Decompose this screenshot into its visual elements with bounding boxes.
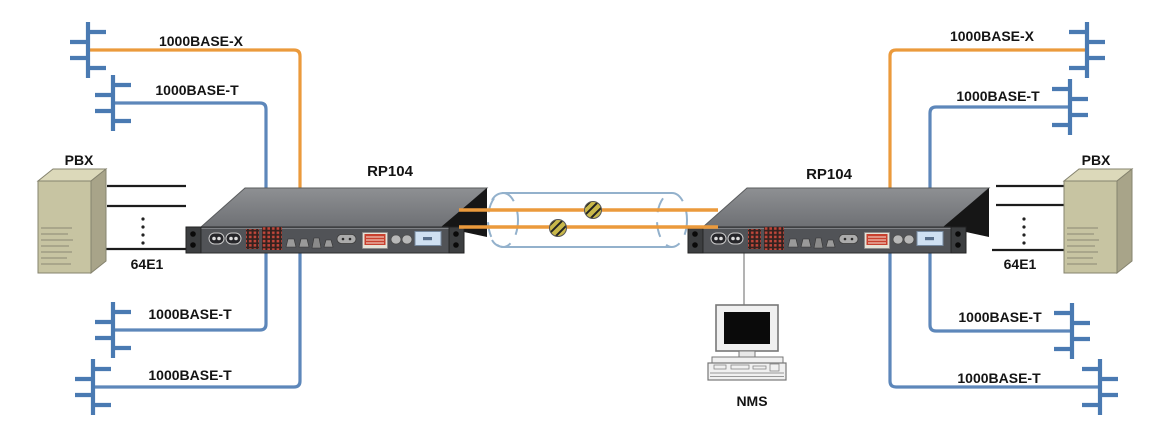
fiber-splice-icon <box>549 201 602 237</box>
node-label-pbx-left: PBX <box>64 152 94 168</box>
link-label-64e1-left: 64E1 <box>130 256 164 272</box>
link-label-1000base-t-right-top: 1000BASE-T <box>956 88 1040 104</box>
copper-link-right-top <box>928 105 1070 195</box>
pbx-left-cabinet <box>36 167 108 275</box>
copper-link-right-mid <box>928 250 1072 333</box>
node-label-rp104-left: RP104 <box>367 163 413 180</box>
fiber-link-right <box>888 48 1087 195</box>
link-label-1000base-t-right-bottom: 1000BASE-T <box>957 370 1041 386</box>
link-label-1000base-t-left-bottom: 1000BASE-T <box>148 367 232 383</box>
nms-workstation-icon <box>707 304 787 381</box>
cable-duct-cylinder <box>487 192 688 248</box>
copper-link-left-mid <box>113 250 268 332</box>
copper-link-right-bottom <box>888 250 1100 389</box>
link-label-1000base-x-left: 1000BASE-X <box>158 33 244 49</box>
e1-ellipsis-right <box>1022 217 1026 245</box>
link-label-1000base-t-left-mid: 1000BASE-T <box>148 306 232 322</box>
e1-lines-right <box>992 184 1064 252</box>
rp104-left-device <box>185 187 488 254</box>
link-label-1000base-t-left-top: 1000BASE-T <box>155 82 239 98</box>
e1-lines-left <box>100 184 186 251</box>
pbx-right-cabinet <box>1062 167 1134 275</box>
fiber-link-left <box>88 48 302 195</box>
copper-link-left-bottom <box>93 250 302 389</box>
link-label-64e1-right: 64E1 <box>1003 256 1037 272</box>
node-label-pbx-right: PBX <box>1081 152 1111 168</box>
copper-link-left-top <box>113 101 268 195</box>
node-label-rp104-right: RP104 <box>806 166 852 183</box>
node-label-nms: NMS <box>736 393 768 409</box>
link-label-1000base-t-right-mid: 1000BASE-T <box>958 309 1042 325</box>
rp104-right-device <box>687 187 990 254</box>
e1-ellipsis-left <box>141 217 145 245</box>
link-label-1000base-x-right: 1000BASE-X <box>949 28 1035 44</box>
